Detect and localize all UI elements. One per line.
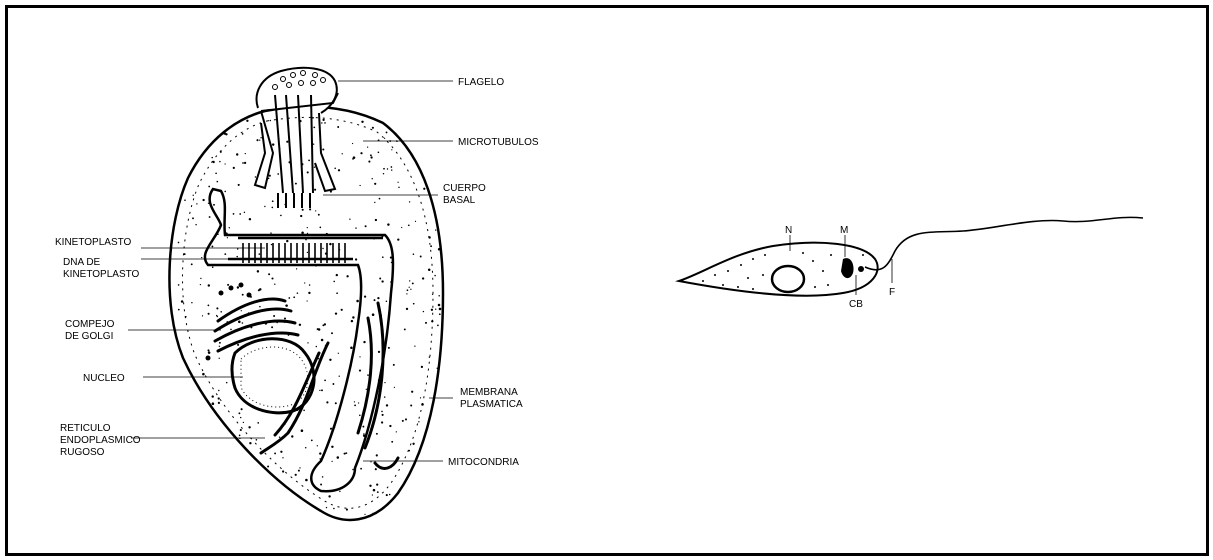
label-dna-2: KINETOPLASTO — [63, 269, 140, 280]
diagram-canvas: FLAGELO MICROTUBULOS CUERPO BASAL KINETO… — [8, 8, 1206, 553]
label-reticulo-1: RETICULO — [60, 423, 111, 434]
figure-frame: FLAGELO MICROTUBULOS CUERPO BASAL KINETO… — [5, 5, 1209, 556]
label-cuerpo-basal-1: CUERPO — [443, 183, 486, 194]
label-mitocondria: MITOCONDRIA — [448, 457, 519, 468]
label-dna-1: DNA DE — [63, 257, 101, 268]
label-microtubulos: MICROTUBULOS — [458, 137, 539, 148]
label-reticulo-3: RUGOSO — [60, 447, 105, 458]
label-membrana-1: MEMBRANA — [460, 387, 518, 398]
label-golgi-1: COMPEJO — [65, 319, 115, 330]
label-cb: CB — [849, 299, 863, 310]
cell-membrane — [169, 107, 443, 520]
large-cell — [169, 68, 443, 520]
small-cell — [679, 217, 1143, 295]
label-f: F — [889, 287, 895, 298]
label-cuerpo-basal-2: BASAL — [443, 195, 476, 206]
label-n: N — [785, 225, 792, 236]
label-m: M — [840, 225, 848, 236]
label-reticulo-2: ENDOPLASMICO — [60, 435, 141, 446]
label-nucleo: NUCLEO — [83, 373, 125, 384]
label-kinetoplasto: KINETOPLASTO — [55, 237, 132, 248]
label-membrana-2: PLASMATICA — [460, 399, 523, 410]
small-cell-flagellum — [865, 217, 1143, 269]
small-cell-basal-body — [858, 266, 864, 272]
small-cell-nucleus — [772, 266, 804, 292]
label-golgi-2: DE GOLGI — [65, 331, 113, 342]
nucleus — [232, 339, 314, 413]
label-flagelo: FLAGELO — [458, 77, 504, 88]
